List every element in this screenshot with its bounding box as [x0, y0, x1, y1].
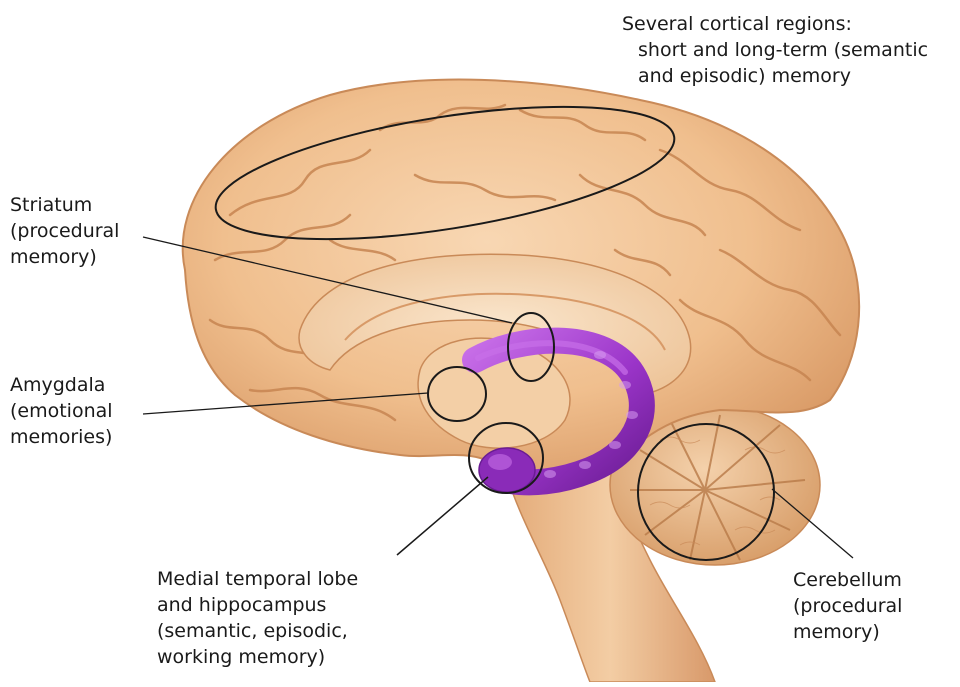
- mtl-label-line1: Medial temporal lobe: [157, 566, 358, 592]
- mtl-label-line4: working memory): [157, 644, 358, 670]
- striatum-label-line2: (procedural: [10, 218, 119, 244]
- mtl-label-line3: (semantic, episodic,: [157, 618, 358, 644]
- amygdala-label-line3: memories): [10, 424, 113, 450]
- amygdala-label: Amygdala (emotional memories): [10, 372, 113, 450]
- amygdala-label-line2: (emotional: [10, 398, 113, 424]
- cerebellum-label: Cerebellum (procedural memory): [793, 567, 902, 645]
- cerebellum-label-line3: memory): [793, 619, 902, 645]
- cortical-label-line3: and episodic) memory: [622, 63, 928, 89]
- striatum-label-line3: memory): [10, 244, 119, 270]
- cerebellum-label-line1: Cerebellum: [793, 567, 902, 593]
- amygdala-label-line1: Amygdala: [10, 372, 113, 398]
- mtl-label-line2: and hippocampus: [157, 592, 358, 618]
- cortical-regions-label: Several cortical regions: short and long…: [622, 11, 928, 89]
- striatum-label: Striatum (procedural memory): [10, 192, 119, 270]
- hippocampus-leader-line: [397, 477, 488, 555]
- cerebellum-label-line2: (procedural: [793, 593, 902, 619]
- medial-temporal-lobe-label: Medial temporal lobe and hippocampus (se…: [157, 566, 358, 670]
- cortical-label-line2: short and long-term (semantic: [622, 37, 928, 63]
- striatum-label-line1: Striatum: [10, 192, 119, 218]
- cortical-label-line1: Several cortical regions:: [622, 11, 928, 37]
